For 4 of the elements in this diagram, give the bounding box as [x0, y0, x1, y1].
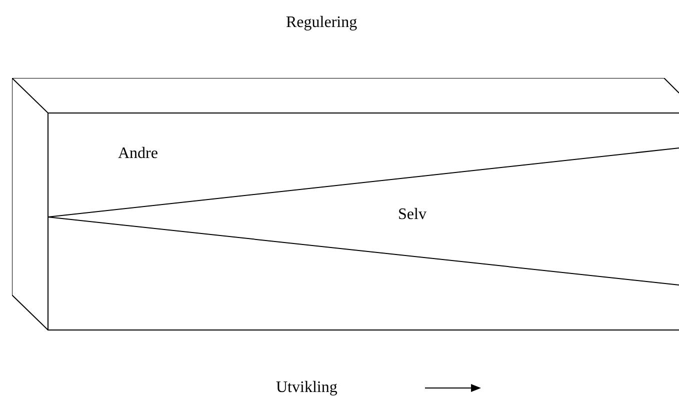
axis-label: Utvikling: [276, 380, 338, 396]
region-label: Andre: [118, 146, 158, 162]
region-label: Selv: [398, 207, 426, 223]
axis-label: Regulering: [286, 15, 358, 31]
